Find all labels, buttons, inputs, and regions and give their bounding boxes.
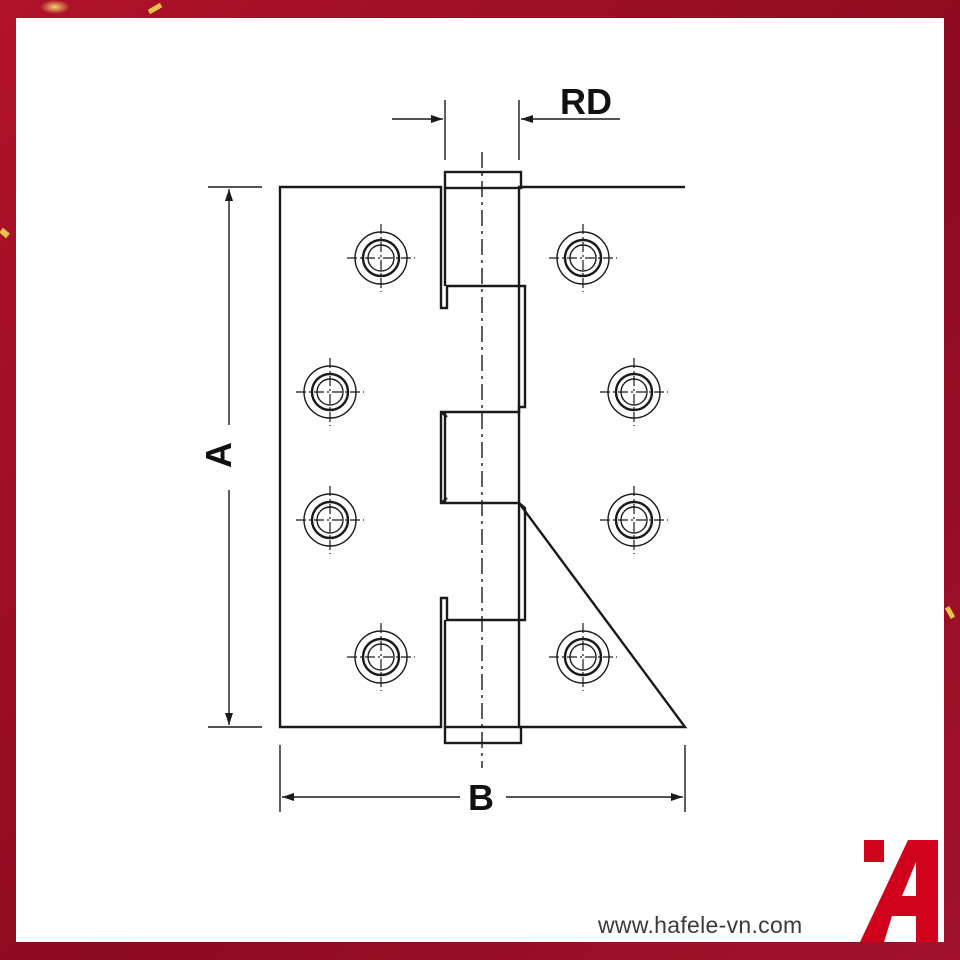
screw-hole — [347, 224, 415, 292]
hafele-logo-icon — [860, 840, 938, 942]
screw-hole — [600, 358, 668, 426]
screw-hole — [296, 486, 364, 554]
screw-hole — [600, 486, 668, 554]
a-label: A — [198, 442, 239, 468]
screw-hole — [549, 623, 617, 691]
screw-holes — [296, 224, 668, 691]
screw-hole — [549, 224, 617, 292]
screw-hole — [347, 623, 415, 691]
screw-hole — [296, 358, 364, 426]
dimension-b — [279, 745, 686, 812]
hinge-pin-bottom — [443, 725, 523, 745]
b-label: B — [468, 777, 494, 818]
confetti-decoration — [40, 0, 70, 14]
rd-label: RD — [560, 81, 612, 122]
dimension-a — [208, 186, 262, 728]
hinge-pin-top — [443, 170, 523, 190]
dimension-rd — [392, 100, 620, 160]
hinge-left-leaf — [278, 185, 521, 729]
hinge-right-leaf — [517, 185, 688, 729]
website-url[interactable]: www.hafele-vn.com — [598, 912, 803, 938]
